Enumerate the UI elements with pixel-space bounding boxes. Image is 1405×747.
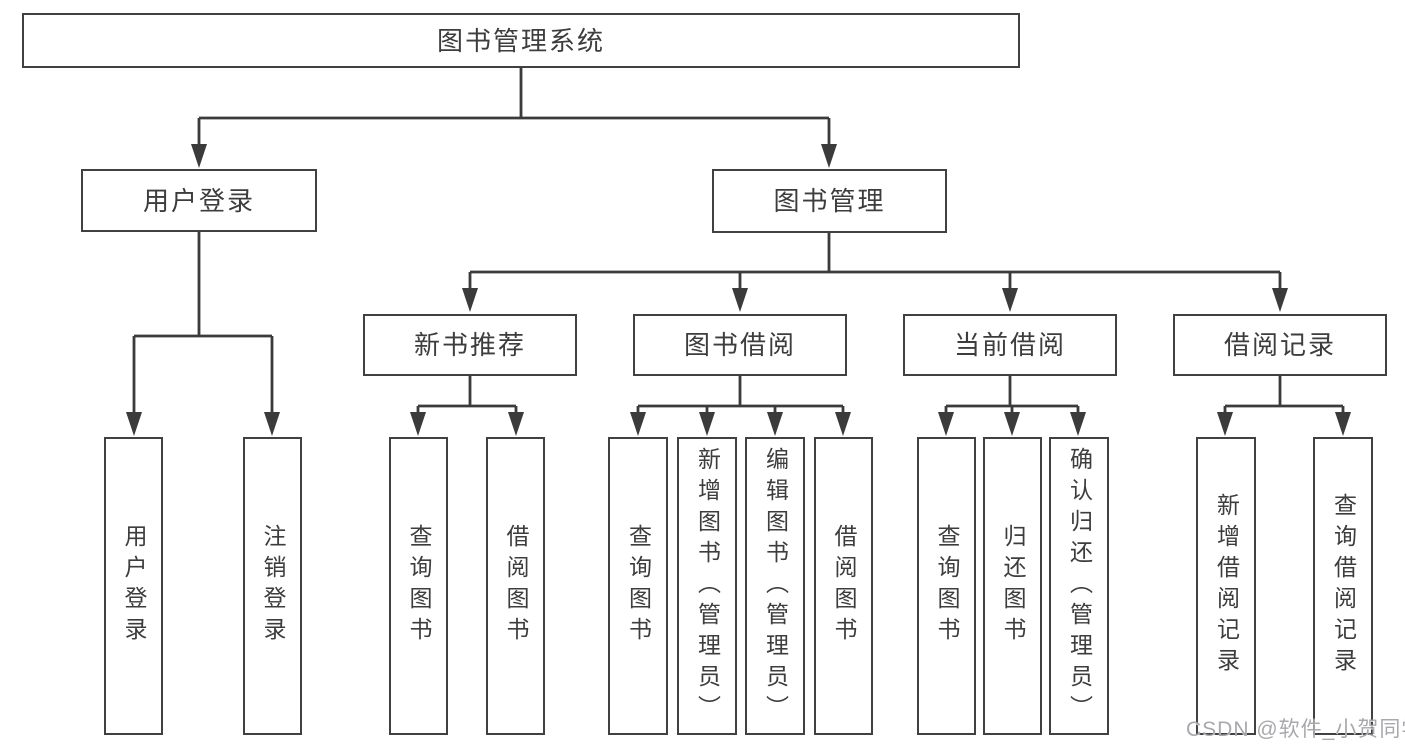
leaf-records-query-record: 查询借阅记录	[1313, 437, 1373, 735]
arrowhead	[938, 412, 954, 436]
node-borrow-records: 借阅记录	[1173, 314, 1387, 376]
leaf-borrow-edit-books-admin-label: 编辑图书（管理员）	[762, 446, 789, 726]
leaf-borrow-add-books-admin-label: 新增图书（管理员）	[694, 446, 721, 726]
leaf-records-query-record-label: 查询借阅记录	[1330, 493, 1357, 679]
arrowhead	[264, 412, 280, 436]
leaf-records-add-record: 新增借阅记录	[1196, 437, 1256, 735]
csdn-watermark: CSDN @软件_小贺同学	[1186, 718, 1405, 741]
connector-root	[197, 68, 831, 148]
arrowhead	[1004, 412, 1020, 436]
node-new-book-recommend-label: 新书推荐	[413, 330, 526, 360]
node-new-book-recommend: 新书推荐	[363, 314, 577, 376]
leaf-current-confirm-return-admin-label: 确认归还（管理员）	[1066, 446, 1093, 726]
leaf-logout: 注销登录	[243, 437, 302, 735]
leaf-borrow-query-books: 查询图书	[608, 437, 668, 735]
leaf-records-add-record-label: 新增借阅记录	[1213, 493, 1240, 679]
node-user-login: 用户登录	[81, 169, 317, 232]
node-book-management: 图书管理	[712, 169, 947, 233]
leaf-borrow-borrow-books-label: 借阅图书	[831, 524, 857, 648]
connector-current	[944, 376, 1080, 416]
arrowhead	[508, 412, 524, 436]
arrowhead	[1272, 288, 1288, 312]
arrowheads	[126, 144, 1351, 436]
leaf-borrow-query-books-label: 查询图书	[625, 524, 652, 648]
node-book-borrow: 图书借阅	[633, 314, 847, 376]
connector-recommend	[416, 376, 518, 416]
node-book-borrow-label: 图书借阅	[683, 330, 796, 360]
leaf-logout-label: 注销登录	[260, 524, 286, 648]
node-current-borrow: 当前借阅	[903, 314, 1117, 376]
leaf-current-return-books: 归还图书	[983, 437, 1042, 735]
leaf-recommend-query-books: 查询图书	[389, 437, 448, 735]
arrowhead	[1002, 288, 1018, 312]
arrowhead	[1335, 412, 1351, 436]
node-root-label: 图书管理系统	[436, 25, 605, 56]
node-current-borrow-label: 当前借阅	[953, 330, 1066, 360]
node-user-login-label: 用户登录	[142, 185, 255, 216]
connector-mgmt-branch	[468, 233, 1282, 292]
node-borrow-records-label: 借阅记录	[1223, 330, 1336, 360]
arrowhead	[410, 412, 426, 436]
leaf-recommend-borrow-books-label: 借阅图书	[503, 524, 529, 648]
leaf-recommend-borrow-books: 借阅图书	[486, 437, 545, 735]
connector-borrow	[636, 376, 845, 416]
leaf-current-confirm-return-admin: 确认归还（管理员）	[1049, 437, 1109, 735]
arrowhead	[191, 144, 207, 168]
arrowhead	[462, 288, 478, 312]
arrowhead	[821, 144, 837, 168]
leaf-borrow-edit-books-admin: 编辑图书（管理员）	[745, 437, 805, 735]
arrowhead	[1070, 412, 1086, 436]
arrowhead	[126, 412, 142, 436]
node-root: 图书管理系统	[22, 13, 1020, 68]
connector-records	[1223, 376, 1345, 416]
leaf-user-login-label: 用户登录	[121, 524, 147, 648]
leaf-current-return-books-label: 归还图书	[1000, 524, 1026, 648]
arrowhead	[835, 412, 851, 436]
leaf-borrow-borrow-books: 借阅图书	[814, 437, 873, 735]
leaf-current-query-books: 查询图书	[917, 437, 976, 735]
arrowhead	[732, 288, 748, 312]
arrowhead	[630, 412, 646, 436]
arrowhead	[767, 412, 783, 436]
node-book-management-label: 图书管理	[773, 186, 886, 216]
arrowhead	[1217, 412, 1233, 436]
connector-user-branch	[132, 232, 274, 416]
arrowhead	[699, 412, 715, 436]
leaf-user-login: 用户登录	[104, 437, 163, 735]
leaf-recommend-query-books-label: 查询图书	[406, 524, 432, 648]
leaf-current-query-books-label: 查询图书	[934, 524, 960, 648]
leaf-borrow-add-books-admin: 新增图书（管理员）	[677, 437, 737, 735]
connector-lines	[132, 68, 1345, 416]
